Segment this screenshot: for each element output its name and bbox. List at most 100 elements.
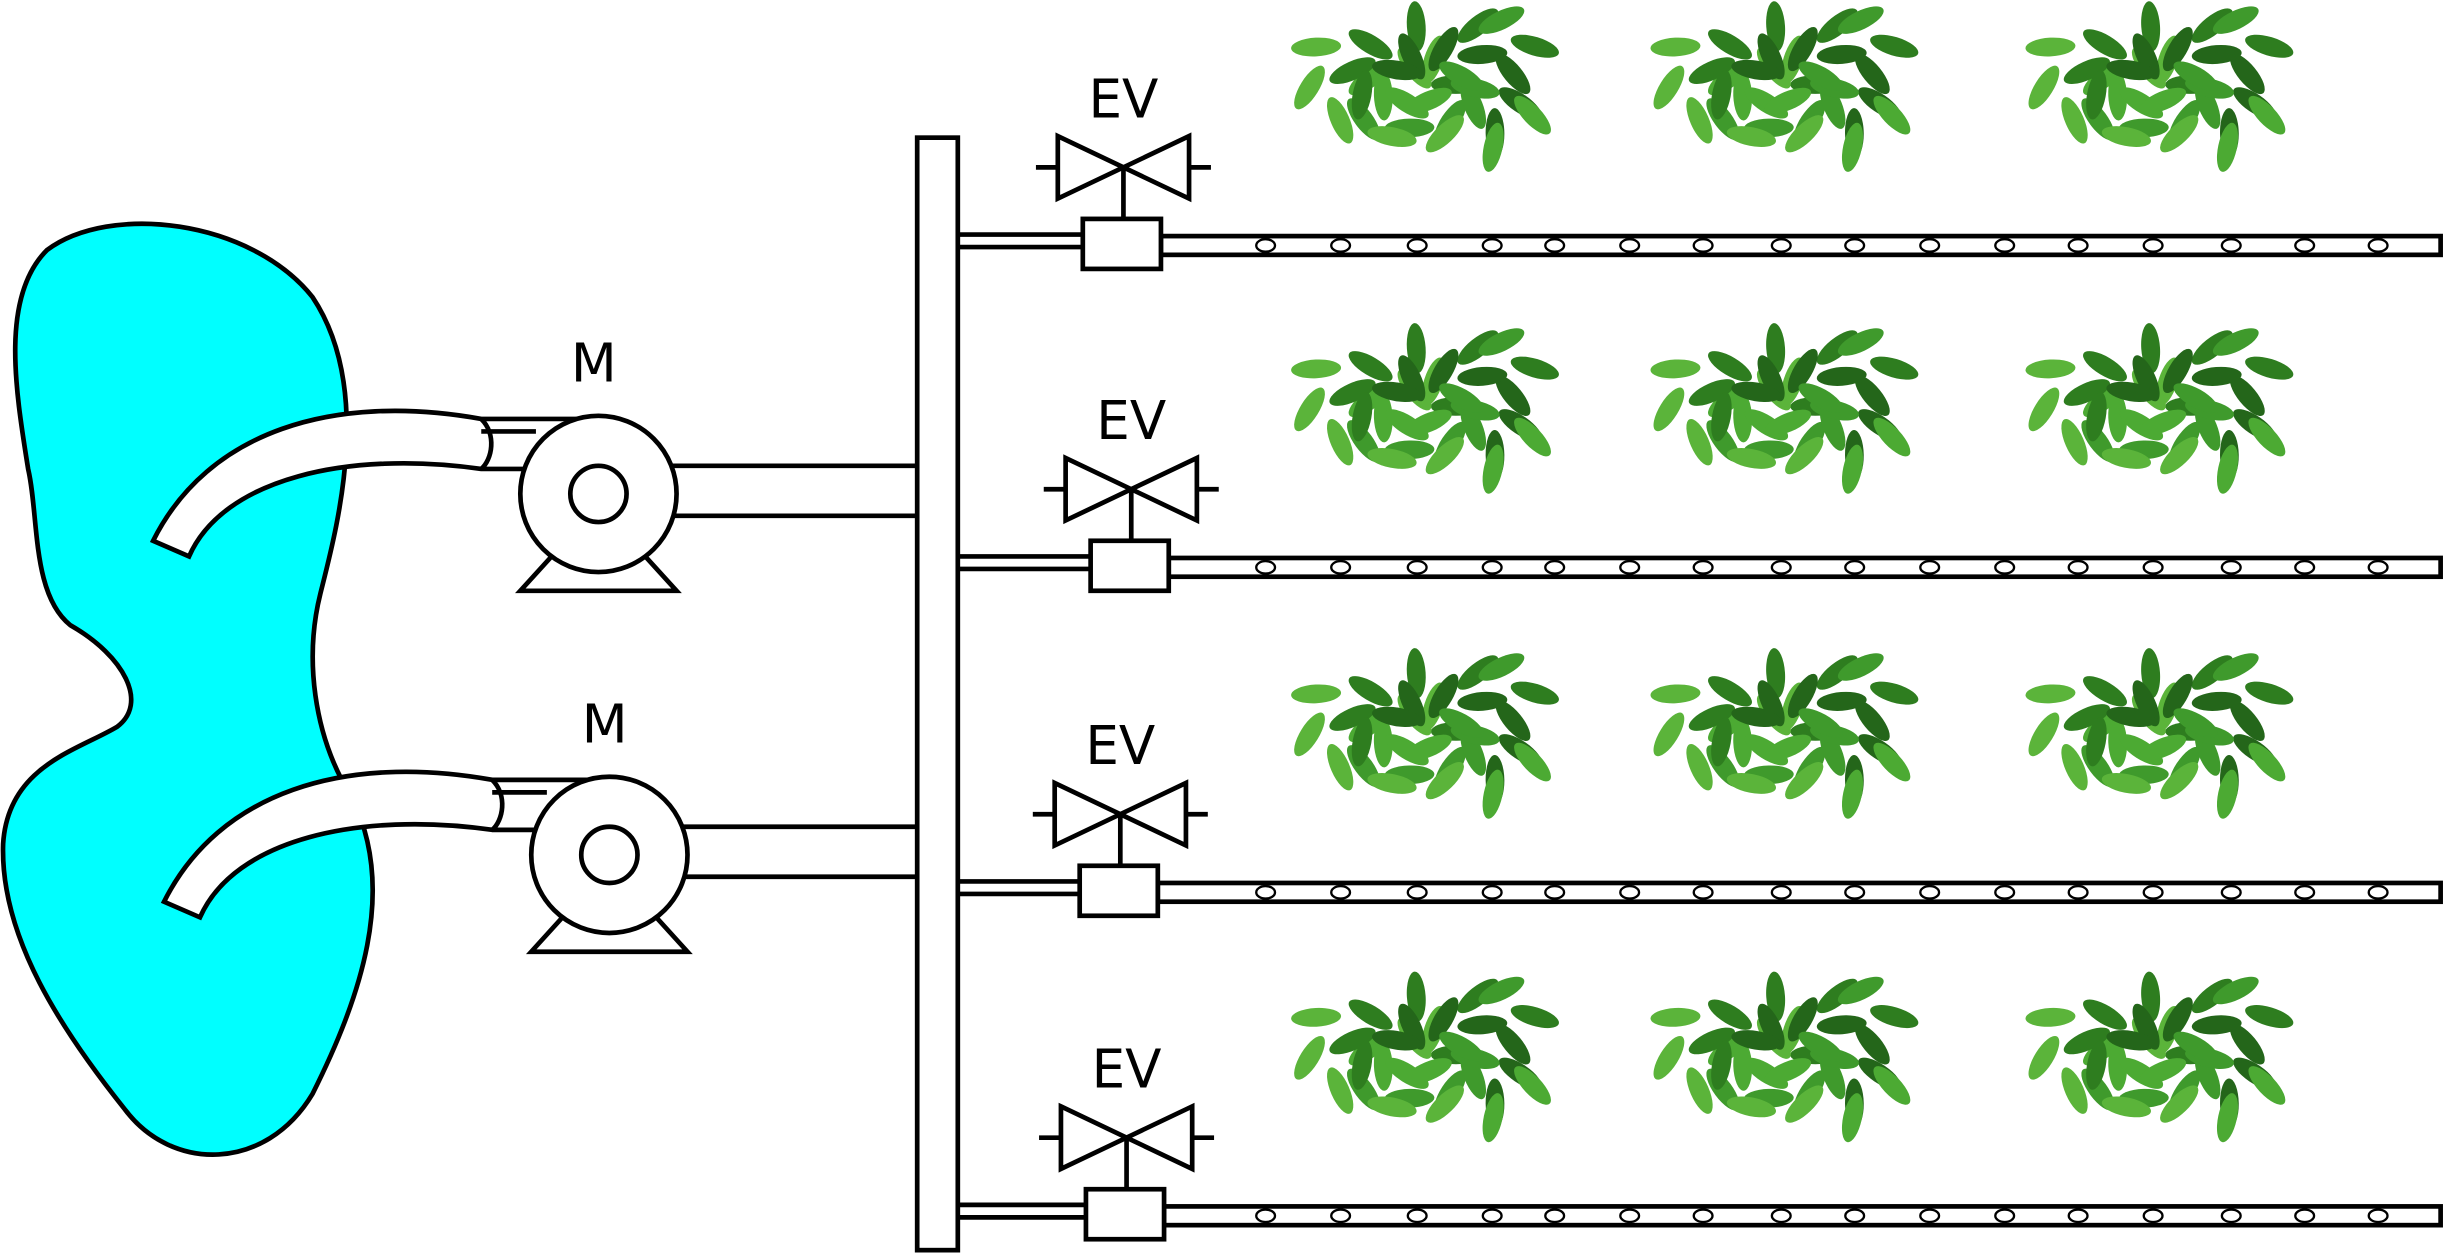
valve-label: EV [1088, 68, 1158, 130]
plant-leaf [1398, 355, 1426, 402]
plant-leaf [1457, 8, 1499, 43]
plant-leaf [2086, 392, 2107, 442]
plant-leaf [2229, 1023, 2265, 1065]
plant-leaf [1294, 712, 1325, 757]
plant-leaf [2216, 769, 2239, 819]
manifold [914, 135, 961, 1253]
plant-leaf [2191, 366, 2242, 386]
dripper [1994, 559, 2016, 575]
irrigation-row: EV [957, 1, 2443, 272]
plant-leaf [1291, 359, 1342, 379]
plant-leaf [1406, 323, 1426, 374]
plant-leaf [1351, 70, 1373, 120]
plant-leaf [1816, 655, 1858, 690]
dripper [1844, 238, 1866, 253]
plant-leaf [2132, 680, 2160, 727]
dripper [1692, 238, 1714, 253]
solenoid-valve: EV [1032, 715, 1208, 919]
dripper [2067, 238, 2089, 253]
plant-leaf [2191, 44, 2242, 65]
dripper [2220, 1208, 2242, 1224]
plant-leaf [1686, 1067, 1713, 1114]
dripper [1844, 1208, 1866, 1224]
plant-leaf [1650, 1007, 1701, 1027]
plant-leaf [2141, 323, 2161, 374]
plant-leaf [2162, 997, 2193, 1042]
plant-leaf [1329, 57, 1376, 84]
plant-leaf [1457, 978, 1499, 1014]
pump-body [517, 413, 679, 575]
irrigation-row: EV [957, 971, 2443, 1242]
plant-leaf [2173, 708, 2219, 738]
plant-leaf [1439, 1031, 1484, 1062]
plant-leaf [1478, 6, 1525, 34]
plant-leaf [2212, 6, 2259, 34]
plant-leaf [2101, 773, 2151, 794]
plant-leaf [2061, 418, 2088, 466]
plant-leaf [2191, 978, 2233, 1014]
dripper [1692, 559, 1714, 575]
irrigation-row: EV [957, 648, 2443, 919]
plant-leaf [1816, 691, 1867, 711]
plant-leaf [2245, 1005, 2294, 1029]
dripper [1255, 884, 1277, 900]
plant-leaf [2063, 704, 2110, 731]
dripper [1481, 884, 1503, 900]
hose-coupling [490, 778, 505, 832]
dripper [2220, 238, 2242, 253]
dripper [1255, 238, 1277, 253]
plant-leaf [1478, 328, 1525, 356]
plant-leaf [2248, 417, 2286, 457]
plant-leaf [1495, 700, 1531, 742]
plant-leaf [2106, 1030, 2156, 1051]
plant-leaf [1870, 34, 1919, 58]
dripper [1406, 884, 1428, 900]
plant-leaf [1348, 29, 1393, 60]
dripper [1919, 238, 1941, 253]
plant-leaf [2173, 1031, 2219, 1062]
plant-leaf [1785, 761, 1824, 800]
plant [1291, 971, 1559, 1143]
plant-leaf [1726, 773, 1776, 794]
plant-leaf [1478, 653, 1525, 681]
plant-leaf [1372, 59, 1422, 81]
dripper [1692, 1208, 1714, 1224]
valve-actuator [1077, 863, 1161, 919]
plant-leaf [1798, 61, 1844, 91]
plant-leaf [2101, 448, 2151, 469]
dripper [1481, 1208, 1503, 1224]
plant-leaf [1510, 356, 1559, 380]
plant [1650, 323, 1919, 494]
plant-leaf [1514, 1066, 1551, 1105]
dripper [2142, 1208, 2164, 1224]
plant-leaf [1785, 115, 1824, 153]
valve-symbol [1032, 779, 1208, 850]
dripper [1406, 238, 1428, 253]
dripper [1919, 559, 1941, 575]
plant-leaf [1482, 1093, 1504, 1143]
dripper [2367, 559, 2389, 575]
plant-leaf [2132, 355, 2160, 402]
hose-coupling [479, 417, 494, 471]
plant-leaf [2086, 717, 2107, 767]
plant-leaf [1457, 655, 1499, 690]
plant-leaf [1798, 383, 1844, 413]
plant-leaf [1764, 87, 1812, 114]
plant-leaf [1514, 742, 1551, 782]
dripper [2220, 884, 2242, 900]
solenoid-valve: EV [1039, 1039, 1215, 1242]
plant-leaf [1428, 673, 1459, 719]
plant-leaf [1731, 59, 1781, 81]
plant-leaf [1428, 348, 1459, 394]
dripper [1330, 1208, 1352, 1224]
plant-leaf [2212, 328, 2259, 356]
plant-leaf [1757, 1003, 1785, 1050]
dripper [1844, 884, 1866, 900]
plant-leaf [1398, 680, 1426, 727]
plant-leaf [1373, 392, 1393, 443]
plant-leaf [1294, 65, 1325, 110]
dripper [1619, 559, 1641, 575]
dripper [1994, 238, 2016, 253]
plant-leaf [1686, 743, 1713, 791]
plant-leaf [2025, 359, 2076, 379]
